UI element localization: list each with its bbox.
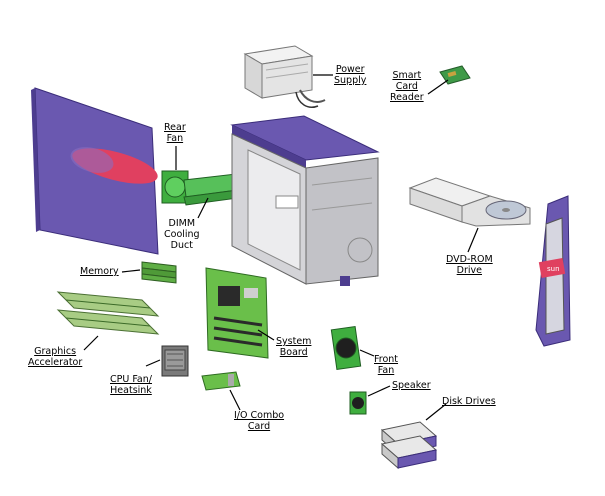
io-combo-card [201, 371, 241, 391]
cpu-fan-heatsink [161, 345, 189, 377]
front-fan [330, 325, 362, 371]
smart-card-reader [439, 65, 471, 85]
side-panel [31, 87, 159, 255]
cpu-fan-leader [145, 359, 161, 367]
system-board-leader [257, 329, 275, 341]
disk-drives [380, 421, 438, 470]
front-bezel: sun [535, 195, 571, 347]
graphics-leader [83, 335, 99, 351]
bezel-logo: sun [547, 265, 560, 273]
graphics-accelerator [56, 291, 160, 335]
speaker [349, 391, 367, 415]
chassis [230, 115, 380, 286]
io-combo-leader [229, 389, 241, 411]
system-board [205, 267, 269, 359]
disk-drives-label: Disk Drives [442, 396, 496, 407]
power-supply [243, 45, 326, 108]
memory-label: Memory [80, 266, 119, 277]
front-fan-leader [359, 349, 375, 357]
dimm-cooling-duct [183, 173, 239, 206]
dimm-duct-leader [197, 197, 209, 219]
speaker-leader [367, 385, 391, 397]
speaker-label: Speaker [392, 380, 431, 391]
dvd-rom-drive [408, 177, 531, 227]
dvd-rom-leader [467, 227, 479, 253]
smart-card-reader-leader [427, 79, 449, 95]
cpu-fan-heatsink-label: CPU Fan/Heatsink [110, 374, 152, 396]
memory-leader [121, 269, 141, 273]
disk-drives-leader [425, 403, 447, 421]
memory-modules [141, 261, 177, 284]
